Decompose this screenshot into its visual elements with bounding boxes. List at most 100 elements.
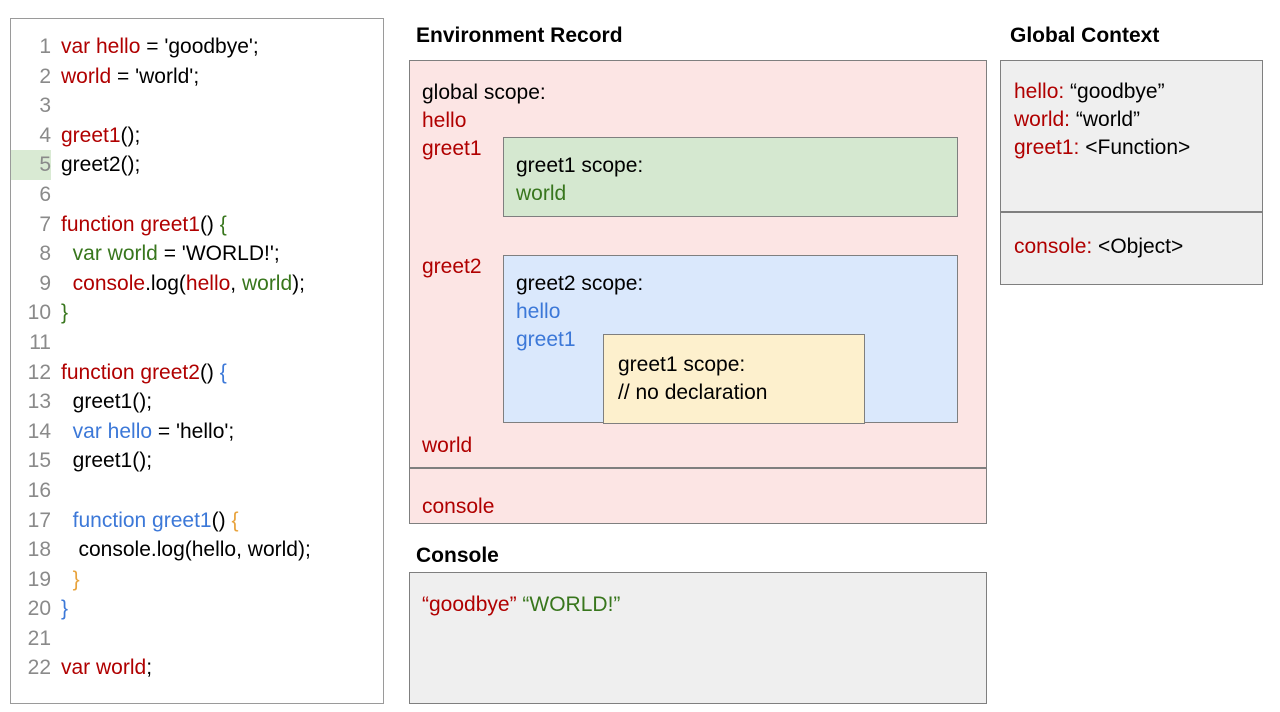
code-line-number: 10 [27,301,51,325]
code-line-number: 22 [27,656,51,680]
code-token: greet2(); [61,153,141,177]
code-line[interactable]: 10} [11,298,383,328]
console-output-segment: “WORLD!” [522,593,621,616]
code-line[interactable]: 20} [11,594,383,624]
code-line-text: } [51,565,80,595]
code-line-text: function greet1() { [51,506,239,536]
code-token: (); [120,123,141,147]
code-token: , [230,271,242,295]
code-line[interactable]: 13 greet1(); [11,387,383,417]
global-context-key-world: world: [1014,108,1071,131]
code-token [61,509,73,532]
code-line-number: 14 [27,419,51,443]
environment-record-divider [410,467,986,469]
code-line-number: 15 [27,449,51,473]
code-line[interactable]: 18 console.log(hello, world); [11,535,383,565]
global-binding-hello: hello [422,109,467,132]
global-context-key-greet1: greet1: [1014,136,1080,159]
code-line-number: 4 [39,123,51,147]
global-context-value-greet1: <Function> [1079,136,1191,159]
code-line[interactable]: 5 greet2(); [11,150,383,180]
code-line-number: 5 [11,150,51,180]
code-line-number: 6 [39,182,51,206]
code-token: ; [146,656,153,680]
code-line[interactable]: 17 function greet1() { [11,506,383,536]
code-line[interactable]: 11 [11,328,383,358]
code-line[interactable]: 6 [11,180,383,210]
greet2-scope-box: greet2 scope: hello greet1 greet1 scope:… [503,255,958,424]
global-binding-greet2: greet2 [422,255,482,278]
code-token: () [199,212,220,236]
code-token [61,242,73,265]
code-line-text: } [51,594,68,624]
code-token: world [61,64,112,88]
global-context-title: Global Context [1010,24,1160,47]
code-line-number: 3 [39,94,51,118]
code-line[interactable]: 8 var world = 'WORLD!'; [11,239,383,269]
code-line-number: 9 [39,271,51,295]
greet1-inner-scope-box: greet1 scope: // no declaration [603,334,865,424]
code-token: () [211,508,232,532]
code-token: greet1(); [61,449,153,473]
code-line-number: 19 [27,567,51,591]
code-line-text: var hello = 'goodbye'; [51,32,259,62]
greet1-scope-binding-world: world [516,182,567,205]
code-line-number: 8 [39,242,51,266]
global-context-objects-region: console: <Object> [1001,213,1262,285]
code-token [61,568,73,591]
code-line[interactable]: 3 [11,91,383,121]
code-token: greet1(); [61,390,153,414]
global-context-entry-greet1: greet1: <Function> [1014,134,1190,162]
code-token: world [241,271,293,295]
code-line-text: var world = 'WORLD!'; [51,239,280,269]
console-panel[interactable]: “goodbye” “WORLD!” [409,572,987,704]
global-context-divider [1001,211,1262,213]
global-context-entry-world: world: “world” [1014,106,1140,134]
greet1-inner-scope-title: greet1 scope: [618,353,746,376]
environment-record-title: Environment Record [416,24,623,47]
code-line-text: var world; [51,653,152,683]
code-token: } [72,567,80,591]
code-line-number: 11 [29,330,51,354]
code-token: var hello [61,35,141,58]
code-line-number: 18 [27,538,51,562]
global-context-panel: hello: “goodbye” world: “world” greet1: … [1000,60,1263,285]
code-line-number: 13 [27,390,51,414]
code-line-number: 12 [27,360,51,384]
code-token: console [72,271,146,295]
code-token: .log( [145,271,186,295]
environment-record-console-region: console [410,469,986,524]
code-line[interactable]: 9 console.log(hello, world); [11,269,383,299]
code-line-text: var hello = 'hello'; [51,417,235,447]
code-token: ); [292,271,305,295]
code-token: = 'goodbye'; [140,35,259,58]
code-line-text: greet1(); [51,121,140,151]
code-token: function greet2 [61,360,200,384]
code-token: console.log(hello, world); [61,538,311,562]
greet2-scope-binding-greet1: greet1 [516,328,576,351]
greet2-scope-binding-hello: hello [516,300,561,323]
code-line[interactable]: 16 [11,476,383,506]
greet1-scope-box: greet1 scope: world [503,137,958,217]
code-token: = 'WORLD!'; [157,242,280,266]
code-line[interactable]: 21 [11,624,383,654]
code-line[interactable]: 19 } [11,565,383,595]
code-token: { [219,212,227,236]
code-token: var world [61,656,147,680]
environment-record-panel: global scope: hello greet1 greet2 world … [409,60,987,524]
code-line[interactable]: 15 greet1(); [11,446,383,476]
code-token: = 'world'; [111,64,200,88]
code-line[interactable]: 14 var hello = 'hello'; [11,417,383,447]
code-token [61,272,73,295]
code-token: function greet1 [61,212,200,236]
console-output-line: “goodbye” “WORLD!” [422,591,620,619]
global-context-value-hello: “goodbye” [1064,80,1165,103]
